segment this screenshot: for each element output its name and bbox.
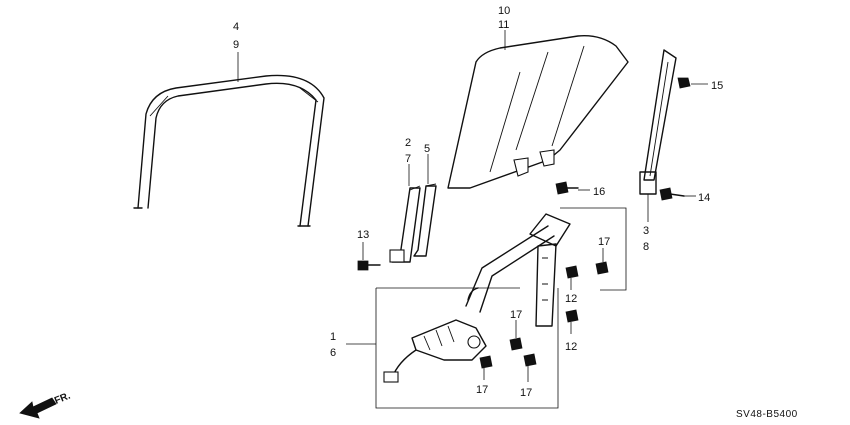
- callout-14: 14: [698, 192, 710, 204]
- callout-3: 3: [643, 225, 649, 237]
- bolt-16: [555, 181, 579, 195]
- callout-12-upper: 12: [565, 293, 577, 305]
- callout-8: 8: [643, 241, 649, 253]
- callout-5: 5: [424, 143, 430, 155]
- front-direction-arrow: FR.: [19, 390, 72, 419]
- door-glass: [447, 35, 629, 189]
- assembly-bracket: [346, 207, 627, 409]
- callout-13: 13: [357, 229, 369, 241]
- bolt-12-lower: [565, 309, 579, 323]
- diagram-code: SV48-B5400: [736, 409, 798, 420]
- run-channel: [133, 74, 325, 227]
- bolt-17-upper: [595, 261, 609, 275]
- window-regulator: [383, 213, 571, 383]
- callout-16: 16: [593, 186, 605, 198]
- callout-12-lower: 12: [565, 341, 577, 353]
- bolt-17-mid: [509, 337, 523, 351]
- callout-4: 4: [233, 21, 239, 33]
- callout-9: 9: [233, 39, 239, 51]
- bolt-14: [659, 187, 685, 201]
- fasteners: [357, 77, 691, 369]
- nut-15: [677, 77, 691, 89]
- leader-lines: [237, 30, 708, 382]
- bolt-17-lower-right: [523, 353, 537, 367]
- callout-2: 2: [405, 137, 411, 149]
- bolt-13: [357, 260, 381, 271]
- callout-11: 11: [498, 19, 509, 31]
- callout-17-upper: 17: [598, 236, 610, 248]
- callout-6: 6: [330, 347, 336, 359]
- callout-15: 15: [711, 80, 723, 92]
- bolt-17-lower-left: [479, 355, 493, 369]
- callout-1: 1: [330, 331, 336, 343]
- callout-10: 10: [498, 5, 510, 17]
- front-direction-label: FR.: [53, 390, 72, 406]
- center-sash: [389, 183, 437, 263]
- callout-17-lower-right: 17: [520, 387, 532, 399]
- callout-17-lower-left: 17: [476, 384, 488, 396]
- bolt-12-upper: [565, 265, 579, 279]
- callout-labels: 4 9 10 11 2 7 5 15 16 14 3 8 13 17 12 1 …: [233, 5, 723, 399]
- callout-17-mid: 17: [510, 309, 522, 321]
- rear-sash: [639, 49, 677, 195]
- callout-7: 7: [405, 153, 411, 165]
